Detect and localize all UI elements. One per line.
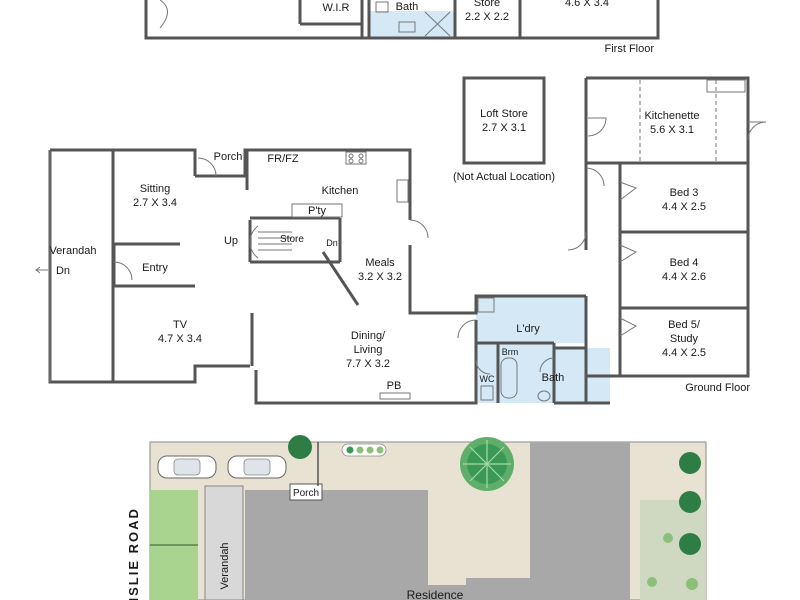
bed4-size: 4.4 X 2.6 — [662, 271, 706, 283]
laundry-label: L'dry — [516, 323, 540, 335]
up-label: Up — [224, 235, 238, 247]
ground-floor-plan: Loft Store 2.7 X 3.1 (Not Actual Locatio… — [35, 76, 767, 405]
brm-wet-area — [476, 343, 554, 403]
brm-label: Brm — [502, 347, 519, 357]
dn-label: Dn — [56, 265, 70, 277]
kitchenette-size: 5.6 X 3.1 — [650, 124, 694, 136]
first-floor-plan: W.I.R Bath Store 2.2 X 2.2 4.6 X 3.4 Fir… — [144, 0, 660, 55]
bed5-label-2: Study — [670, 333, 699, 345]
tree-icon — [679, 491, 701, 513]
stair-store-label: Store — [280, 234, 304, 245]
kitchenette-label: Kitchenette — [644, 110, 699, 122]
loft-store-size: 2.7 X 3.1 — [482, 122, 526, 134]
shrub-icon — [647, 577, 657, 587]
loft-store-outline — [462, 76, 546, 165]
bed4-label: Bed 4 — [670, 257, 699, 269]
verandah-strip — [204, 485, 244, 600]
pb-outline — [379, 392, 411, 400]
bath-wet-area — [369, 11, 454, 37]
frfz-label: FR/FZ — [267, 153, 298, 165]
site-verandah-label: Verandah — [219, 542, 231, 589]
first-floor-label: First Floor — [605, 43, 655, 55]
bath-label: Bath — [542, 372, 565, 384]
sitting-size: 2.7 X 3.4 — [133, 197, 177, 209]
ground-floor-label: Ground Floor — [685, 382, 750, 394]
site-porch-label: Porch — [293, 488, 319, 499]
tv-size: 4.7 X 3.4 — [158, 333, 202, 345]
kitchenette-sink-icon — [706, 79, 746, 93]
sitting-label: Sitting — [140, 183, 171, 195]
kitchen-sink-icon — [396, 179, 409, 203]
stair-dn-label: Dn — [326, 238, 338, 248]
basin-icon — [398, 21, 416, 33]
toilet-icon — [480, 385, 494, 401]
first-floor-store-label: Store — [474, 0, 500, 9]
bed3-size: 4.4 X 2.5 — [662, 201, 706, 213]
kitchen-label: Kitchen — [322, 185, 359, 197]
porch-box — [289, 483, 323, 501]
dining-label: Dining/ — [351, 330, 386, 342]
bed5-size: 4.4 X 2.5 — [662, 347, 706, 359]
tree-icon — [679, 533, 701, 555]
toilet-icon — [375, 1, 389, 13]
tree-icon — [288, 435, 312, 459]
shrub-icon — [663, 533, 673, 543]
planter-icon — [341, 443, 387, 457]
first-floor-wir-label: W.I.R — [323, 2, 350, 14]
site-plan: INSLIE ROAD Porch Verandah Residence — [126, 435, 707, 600]
porch-label: Porch — [214, 151, 243, 163]
loft-note: (Not Actual Location) — [453, 171, 555, 183]
meals-size: 3.2 X 3.2 — [358, 271, 402, 283]
residence-label: Residence — [407, 588, 464, 600]
verandah-label: Verandah — [49, 245, 96, 257]
bed5-label: Bed 5/ — [668, 319, 701, 331]
road-label: INSLIE ROAD — [126, 507, 141, 600]
laundry-wet-area — [476, 296, 586, 343]
pantry-outline — [291, 203, 343, 218]
bed3-label: Bed 3 — [670, 187, 699, 199]
meals-label: Meals — [365, 257, 395, 269]
tree-icon — [679, 452, 701, 474]
shrub-icon — [686, 578, 698, 590]
wc-label: WC — [480, 374, 495, 384]
basin-icon — [537, 390, 551, 402]
first-floor-bath-label: Bath — [396, 1, 419, 13]
car-icon — [157, 455, 217, 479]
first-floor-room-size: 4.6 X 3.4 — [565, 0, 609, 9]
loft-store-label: Loft Store — [480, 108, 528, 120]
dining-size: 7.7 X 3.2 — [346, 358, 390, 370]
tree-icon — [460, 437, 514, 491]
laundry-trough-icon — [477, 297, 495, 313]
first-floor-store-size: 2.2 X 2.2 — [465, 11, 509, 23]
entry-label: Entry — [142, 262, 168, 274]
pb-label: PB — [387, 380, 402, 392]
cooktop-icon — [345, 151, 367, 165]
pantry-label: P'ty — [308, 205, 326, 217]
residence-footprint — [245, 442, 630, 600]
tv-label: TV — [173, 319, 188, 331]
dining-label-2: Living — [354, 344, 383, 356]
bathtub-icon — [500, 357, 518, 399]
car-icon — [227, 455, 287, 479]
